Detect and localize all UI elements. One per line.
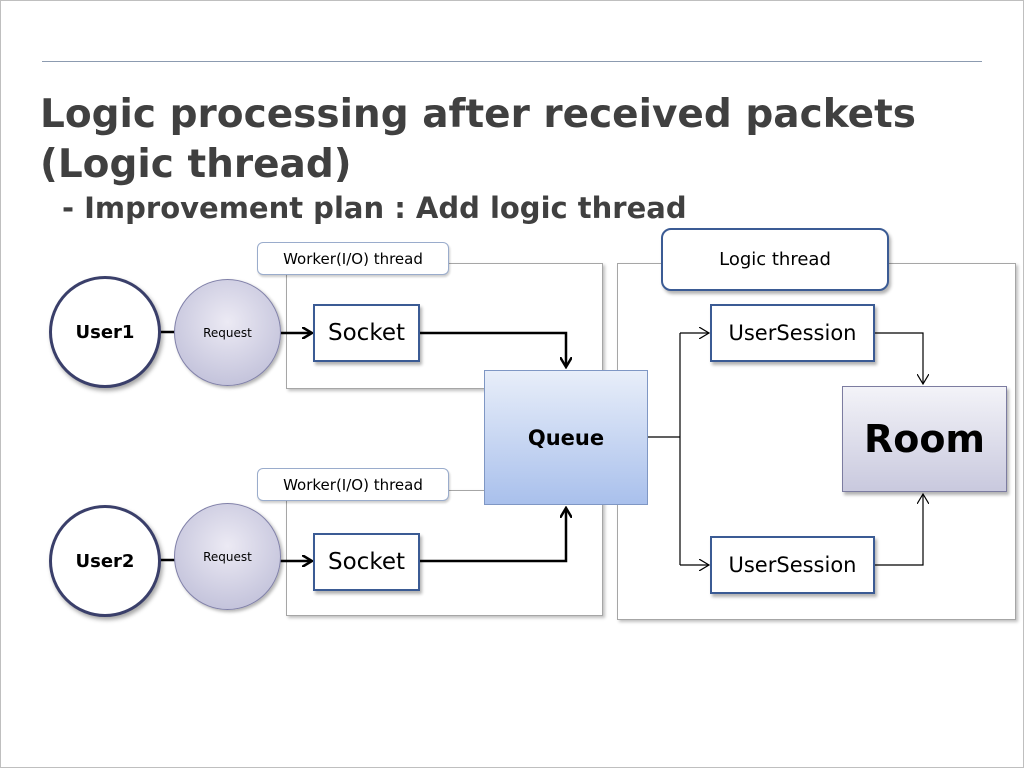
socket1-box: Socket	[313, 304, 420, 362]
worker-thread-label-2: Worker(I/O) thread	[257, 468, 449, 501]
arrow-session2-room	[875, 494, 923, 566]
queue-box: Queue	[484, 370, 648, 505]
arrow-socket2-queue	[420, 508, 566, 563]
room-box: Room	[842, 386, 1007, 492]
arrow-session1-room	[875, 332, 923, 384]
request2-node: Request	[174, 503, 281, 610]
socket2-box: Socket	[313, 533, 420, 591]
slide-subtitle: - Improvement plan : Add logic thread	[62, 191, 687, 225]
slide-title: Logic processing after received packets …	[40, 90, 916, 190]
logic-thread-label: Logic thread	[661, 228, 889, 291]
arrow-socket1-queue	[420, 331, 566, 367]
request1-node: Request	[174, 279, 281, 386]
user-session-box-2: UserSession	[710, 536, 875, 594]
worker-thread-label-1: Worker(I/O) thread	[257, 242, 449, 275]
user1-node: User1	[49, 276, 161, 388]
title-line-2: (Logic thread)	[40, 142, 352, 187]
title-line-1: Logic processing after received packets	[40, 92, 916, 137]
user2-node: User2	[49, 505, 161, 617]
user-session-box-1: UserSession	[710, 304, 875, 362]
top-divider	[42, 61, 982, 62]
